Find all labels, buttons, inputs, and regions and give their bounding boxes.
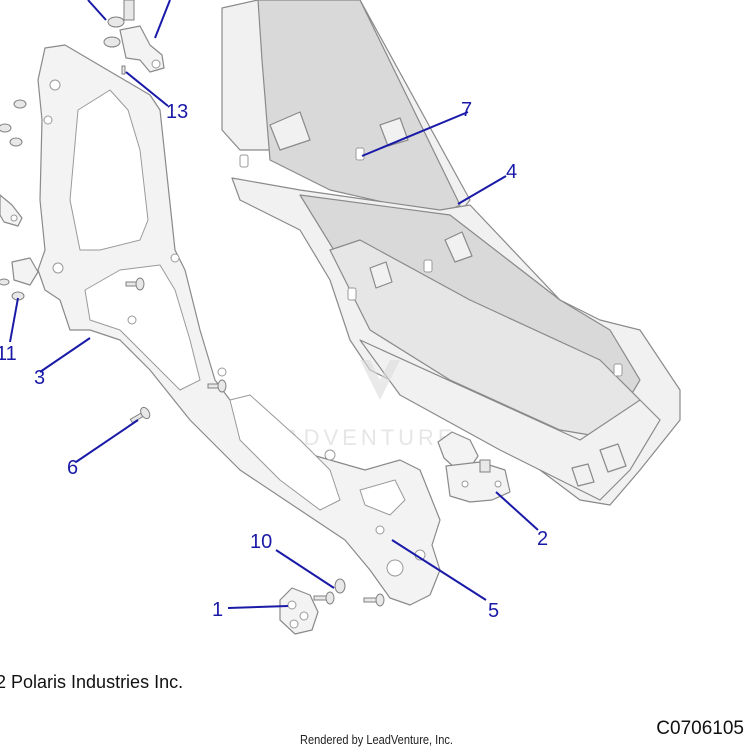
callout-3: 3: [34, 367, 45, 389]
callout-6: 6: [67, 457, 78, 479]
latch-plate: [279, 587, 319, 635]
callout-5: 5: [488, 600, 499, 622]
door-frame: [37, 44, 441, 606]
callout-10: 10: [250, 531, 272, 553]
copyright-text: 2 Polaris Industries Inc.: [0, 672, 184, 692]
callout-4: 4: [506, 161, 517, 183]
leader-lines: [9, 0, 539, 609]
door-latch: [437, 431, 511, 503]
callout-1: 1: [212, 599, 223, 621]
callouts: 13 7 4 11 3 6 2 10 1 5: [0, 99, 548, 622]
callout-2: 2: [537, 528, 548, 550]
screws: [125, 277, 385, 607]
door-panel: [221, 0, 681, 506]
callout-7: 7: [461, 99, 472, 121]
callout-13: 13: [166, 101, 188, 123]
figure-code: C0706105: [656, 718, 744, 739]
rendered-by-text: Rendered by LeadVenture, Inc.: [300, 732, 453, 747]
side-fasteners: [0, 99, 39, 301]
upper-hinge: [103, 0, 165, 75]
callout-11: 11: [0, 343, 17, 365]
